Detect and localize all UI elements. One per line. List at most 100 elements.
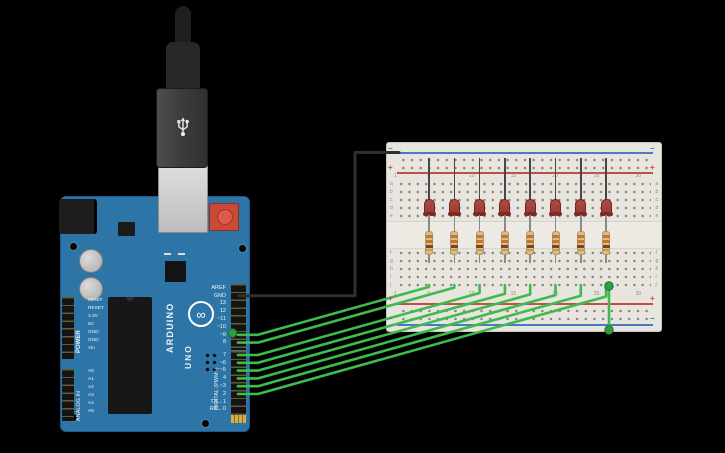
resistor[interactable] — [475, 231, 484, 255]
rail-minus-sign: − — [388, 144, 393, 153]
component-lead — [554, 255, 557, 263]
arduino-logo: ∞ — [188, 301, 214, 327]
wire-endpoint[interactable] — [604, 325, 614, 335]
rail-holes-top[interactable] — [399, 156, 651, 172]
signal-wire-pin8[interactable] — [236, 283, 456, 344]
resistor-band — [602, 249, 610, 251]
pin-label-RX←0: RX←0 — [209, 406, 226, 413]
led-leg — [504, 158, 506, 201]
atmega-chip — [108, 297, 152, 414]
bb-col-number: 5 — [427, 290, 431, 297]
signal-wire-pin3[interactable] — [236, 283, 583, 388]
bb-row-letter: b — [390, 188, 393, 195]
resistor[interactable] — [602, 231, 611, 255]
bb-row-letter: c — [655, 196, 659, 203]
component-lead — [554, 215, 557, 232]
resistor-band — [425, 235, 433, 238]
resistor-band — [602, 245, 610, 248]
resistor-band — [577, 249, 585, 251]
signal-wire-pin9[interactable] — [236, 283, 431, 337]
power-header[interactable] — [62, 297, 74, 359]
pin-label-GND: GND — [88, 338, 99, 344]
resistor[interactable] — [551, 231, 560, 255]
bb-row-letter: j — [390, 281, 392, 288]
rail-plus-sign: + — [388, 294, 393, 303]
chip-notch — [126, 297, 134, 301]
mounting-hole — [69, 242, 78, 251]
resistor[interactable] — [450, 231, 459, 255]
signal-wire-pin2[interactable] — [236, 283, 608, 396]
led-flange — [447, 212, 461, 216]
rail-minus-sign: − — [650, 144, 655, 153]
bb-row-letter: a — [390, 180, 393, 187]
header-pins-gold — [231, 415, 246, 423]
led-leg — [478, 158, 481, 201]
bb-row-letter: e — [390, 212, 393, 219]
voltage-regulator — [118, 222, 135, 236]
resistor-band — [450, 245, 458, 248]
pin-label-TX→1: TX→1 — [210, 398, 226, 405]
arduino-uno-board[interactable]: ∞ ARDUINO UNO DIGITAL (PWM~) POWER ANALO… — [59, 164, 250, 432]
wire-endpoint[interactable] — [227, 328, 238, 338]
led-leg — [605, 158, 607, 201]
resistor-band — [526, 240, 534, 243]
pin-label-~9: ~9 — [219, 331, 226, 338]
led-flange — [422, 212, 436, 216]
resistor[interactable] — [526, 231, 535, 255]
component-lead — [504, 255, 506, 263]
pin-label-7: 7 — [222, 351, 226, 358]
usb-cable-wire — [175, 6, 191, 50]
reset-button[interactable] — [209, 203, 239, 231]
pin-label-3.3V: 3.3V — [88, 314, 98, 320]
led-leg — [529, 158, 531, 201]
bb-row-letter: f — [390, 249, 392, 256]
resistor-band — [602, 240, 610, 243]
pin-label-A5: A5 — [88, 409, 94, 415]
signal-wire-pin4[interactable] — [236, 283, 557, 380]
pin-label-Vin: Vin — [88, 346, 95, 352]
icsp-header — [204, 352, 218, 373]
rail-plus-sign: + — [650, 294, 655, 303]
bb-col-number: 30 — [635, 172, 642, 179]
arduino-logo-symbol: ∞ — [196, 306, 206, 322]
usb-plug-strain-relief — [166, 42, 200, 96]
led-leg — [580, 158, 582, 201]
bb-col-number: 10 — [468, 172, 475, 179]
resistor[interactable] — [425, 231, 433, 255]
pin-label-5V: 5V — [88, 322, 94, 328]
reset-button-cap — [217, 209, 233, 225]
resistor[interactable] — [500, 231, 509, 255]
component-lead — [504, 215, 506, 232]
signal-wire-pin5[interactable] — [236, 283, 532, 372]
component-lead — [428, 215, 430, 232]
pin-label-A0: A0 — [88, 369, 94, 375]
analog-header[interactable] — [62, 369, 74, 421]
led-flange — [498, 212, 512, 216]
component-lead — [478, 215, 481, 232]
bb-col-number: 15 — [510, 290, 517, 297]
resistor-band — [425, 240, 433, 243]
resistor[interactable] — [576, 231, 585, 255]
rail-line-negative-top — [397, 152, 653, 154]
power-jack — [59, 199, 97, 234]
indicator-led — [164, 253, 171, 255]
component-lead — [453, 215, 456, 232]
resistor-band — [501, 235, 509, 238]
usb-cable[interactable] — [150, 0, 220, 235]
pin-label-~6: ~6 — [219, 359, 226, 366]
component-lead — [478, 255, 481, 263]
ground-wire[interactable] — [237, 151, 401, 298]
rail-minus-sign: − — [650, 314, 655, 323]
bb-col-number: 25 — [593, 290, 600, 297]
wire-endpoint[interactable] — [604, 281, 614, 291]
component-lead — [580, 215, 582, 232]
signal-wire-pin6[interactable] — [236, 283, 507, 365]
signal-wire-pin7[interactable] — [236, 283, 481, 357]
digital-header-bottom[interactable] — [231, 351, 246, 417]
rail-holes-bottom[interactable] — [399, 307, 651, 323]
bb-row-letter: h — [390, 265, 393, 272]
resistor-band — [476, 245, 484, 248]
pin-label-GND: GND — [88, 330, 99, 336]
led-leg — [428, 158, 430, 201]
